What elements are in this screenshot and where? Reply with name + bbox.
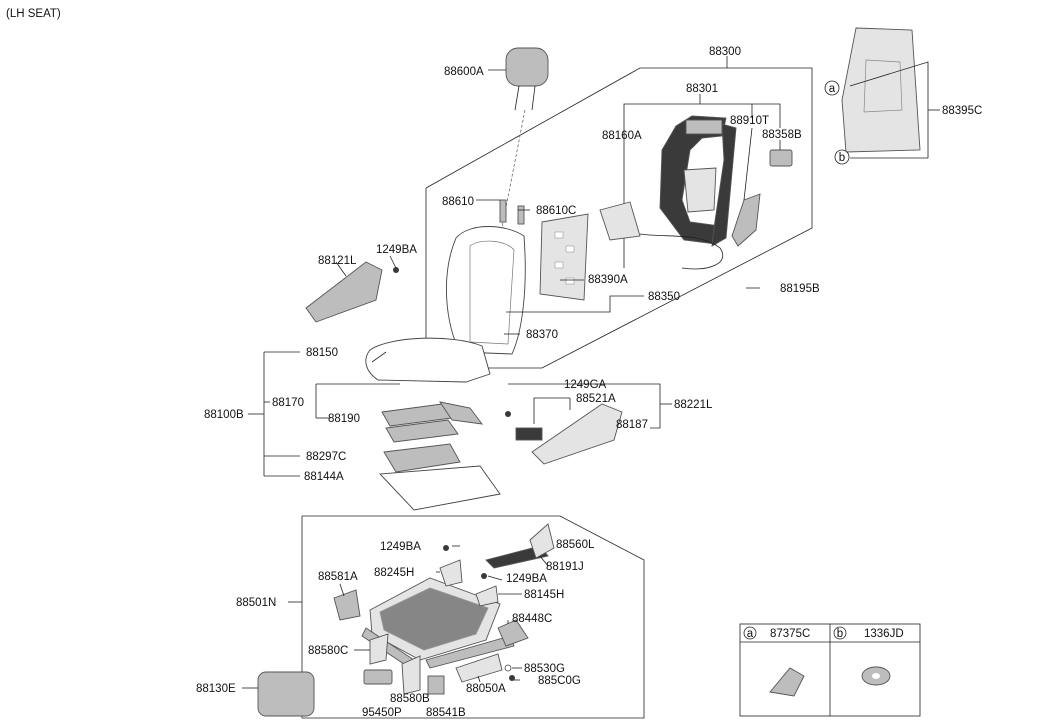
label-88358b: 88358B <box>762 129 802 141</box>
legend-a-letter: a <box>747 628 754 640</box>
label-88370: 88370 <box>526 329 558 341</box>
label-88130e: 88130E <box>196 683 236 695</box>
label-88521a: 88521A <box>576 393 616 405</box>
bolt-1249ba-top-part <box>393 267 399 273</box>
label-88541b: 88541B <box>426 707 466 719</box>
legend-b-letter: b <box>837 628 843 640</box>
module-88191j-part <box>485 545 549 569</box>
diagram-title: (LH SEAT) <box>6 8 61 20</box>
label-88221l: 88221L <box>674 399 713 411</box>
part-88541b-part <box>427 675 445 695</box>
backrest-cover-part <box>445 226 526 355</box>
label-88190: 88190 <box>328 413 360 425</box>
label-1249ga: 1249GA <box>564 379 607 391</box>
label-88145h: 88145H <box>524 589 564 601</box>
label-88187: 88187 <box>616 419 648 431</box>
side-shield-88187-part <box>531 403 623 465</box>
callout-b: b <box>834 149 850 165</box>
side-cover-88121l-part <box>305 261 383 323</box>
pad-88160a-part <box>599 201 641 241</box>
bolt-1249ga-part <box>505 411 511 417</box>
label-88560l: 88560L <box>556 539 595 551</box>
backrest-frame-part <box>659 115 737 247</box>
cover-88580b-part <box>401 655 421 695</box>
label-88350: 88350 <box>648 291 680 303</box>
label-88448c: 88448C <box>512 613 552 625</box>
label-1249ba-mid: 1249BA <box>380 541 421 553</box>
motor-88448c-part <box>497 619 529 647</box>
part-88530g-part <box>504 664 512 672</box>
cushion-bracket <box>248 351 400 477</box>
back-panel-88390a-part <box>539 213 589 301</box>
label-88050a: 88050A <box>466 683 506 695</box>
fastener-legend: a 87375C b 1336JD <box>739 623 921 717</box>
cover-88560l-part <box>529 523 555 559</box>
cover-88130e-part <box>257 671 315 717</box>
label-1249ba-top: 1249BA <box>376 244 417 256</box>
cover-88050a-part <box>455 653 503 683</box>
label-95450p: 95450P <box>362 707 402 719</box>
cover-88580c-part <box>369 633 389 665</box>
side-airbag-part <box>731 193 761 247</box>
label-88581a: 88581A <box>318 571 358 583</box>
module-95450p-part <box>363 669 393 685</box>
label-88580b: 88580B <box>390 693 430 705</box>
label-88600a: 88600A <box>444 66 484 78</box>
clip-88358b-part <box>769 149 793 167</box>
bracket-88245h-part <box>439 559 463 587</box>
label-88501n: 88501N <box>236 597 276 609</box>
label-88195b: 88195B <box>780 283 820 295</box>
svg-text:b: b <box>839 152 845 164</box>
headrest-part <box>497 47 549 249</box>
cushion-cover-part <box>365 337 491 383</box>
label-1249ba-low: 1249BA <box>506 573 547 585</box>
label-88530g: 88530G <box>524 663 565 675</box>
label-88150: 88150 <box>306 347 338 359</box>
label-88610c: 88610C <box>536 205 576 217</box>
label-88390a: 88390A <box>588 274 628 286</box>
label-88100b: 88100B <box>204 409 244 421</box>
guide-88610-part <box>499 199 507 223</box>
bracket-88145h-part <box>475 585 499 607</box>
back-cover-88395c-part <box>841 27 921 153</box>
svg-text:a: a <box>829 83 836 95</box>
label-88297c: 88297C <box>306 451 346 463</box>
label-88610: 88610 <box>442 196 474 208</box>
label-885c0g: 885C0G <box>538 675 581 687</box>
label-88910t: 88910T <box>730 115 769 127</box>
motor-88581a-part <box>333 589 361 621</box>
harness-part <box>639 233 724 270</box>
mat-88297c-part <box>383 443 461 473</box>
label-88121l: 88121L <box>318 255 357 267</box>
guide-88610c-part <box>517 205 525 225</box>
leader-lines <box>242 127 781 689</box>
side-shield-bracket <box>508 383 672 429</box>
bolt-1249ba-mid-part <box>443 545 449 551</box>
part-885c0g-part <box>509 675 515 681</box>
mat-88144a-part <box>379 465 501 511</box>
legend-b-part: 1336JD <box>864 628 904 640</box>
label-88300: 88300 <box>709 46 741 58</box>
label-88580c: 88580C <box>308 645 348 657</box>
switch-88521a-part <box>515 427 543 441</box>
label-88170: 88170 <box>272 397 304 409</box>
backrest-frame-bracket <box>623 94 781 268</box>
track-frame-part <box>361 577 515 673</box>
label-88191j: 88191J <box>546 561 584 573</box>
callout-a: a <box>824 80 840 96</box>
legend-a-part: 87375C <box>770 628 810 640</box>
clip-87375c-part <box>769 667 805 697</box>
label-88395c: 88395C <box>942 105 982 117</box>
label-88160a: 88160A <box>602 130 642 142</box>
bolt-1249ba-low-part <box>481 573 487 579</box>
cushion-pads-88190-part <box>381 401 484 443</box>
label-88144a: 88144A <box>304 471 344 483</box>
label-88245h: 88245H <box>374 567 414 579</box>
label-88301: 88301 <box>686 83 718 95</box>
